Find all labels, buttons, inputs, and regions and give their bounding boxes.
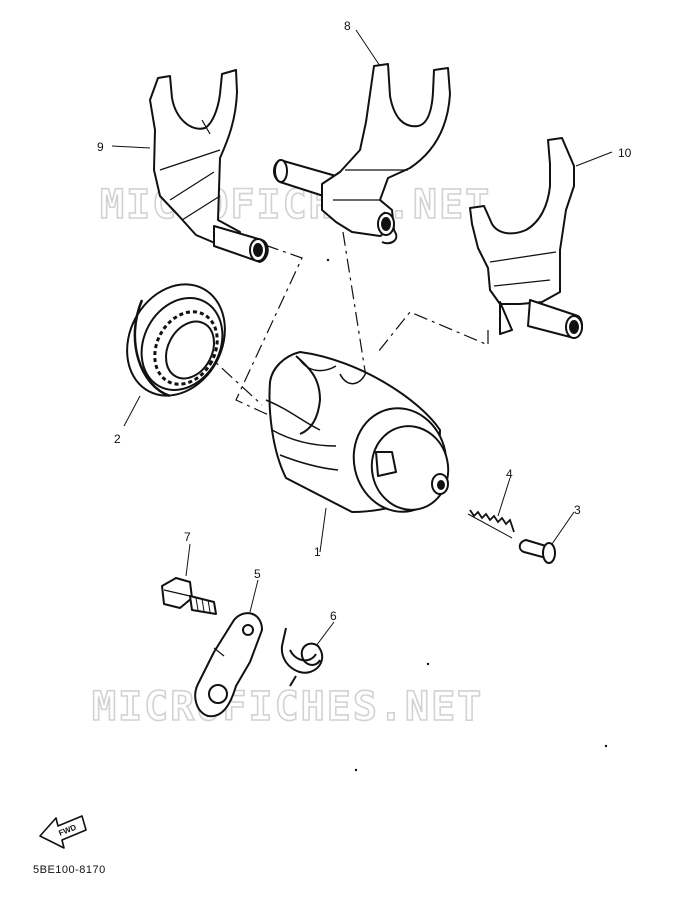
shift-fork-10[interactable] [469,137,584,339]
bearing-2[interactable] [108,267,244,413]
watermark-bottom: MICROFICHES.NET [92,684,483,730]
shift-fork-9[interactable] [149,69,269,263]
forward-arrow-icon: FWD [39,815,87,849]
callout-1: 1 [314,545,321,559]
callout-7: 7 [184,530,191,544]
callout-6: 6 [330,609,337,623]
stopper-lever-5[interactable] [194,612,263,718]
callout-5: 5 [254,567,261,581]
leader-lines [111,29,613,647]
shift-drum-1[interactable] [265,351,456,520]
torsion-spring-6[interactable] [280,627,324,687]
diagram-code: 5BE100-8170 [33,864,106,876]
scan-specks [326,258,608,772]
callout-4: 4 [506,467,513,481]
shift-fork-8[interactable] [273,63,451,245]
callout-9: 9 [97,140,104,154]
callout-2: 2 [114,432,121,446]
callout-8: 8 [344,19,351,33]
bolt-7[interactable] [161,577,217,615]
pin-3[interactable] [518,538,556,564]
callout-3: 3 [574,503,581,517]
spring-4[interactable] [467,509,515,539]
callout-10: 10 [618,146,632,160]
